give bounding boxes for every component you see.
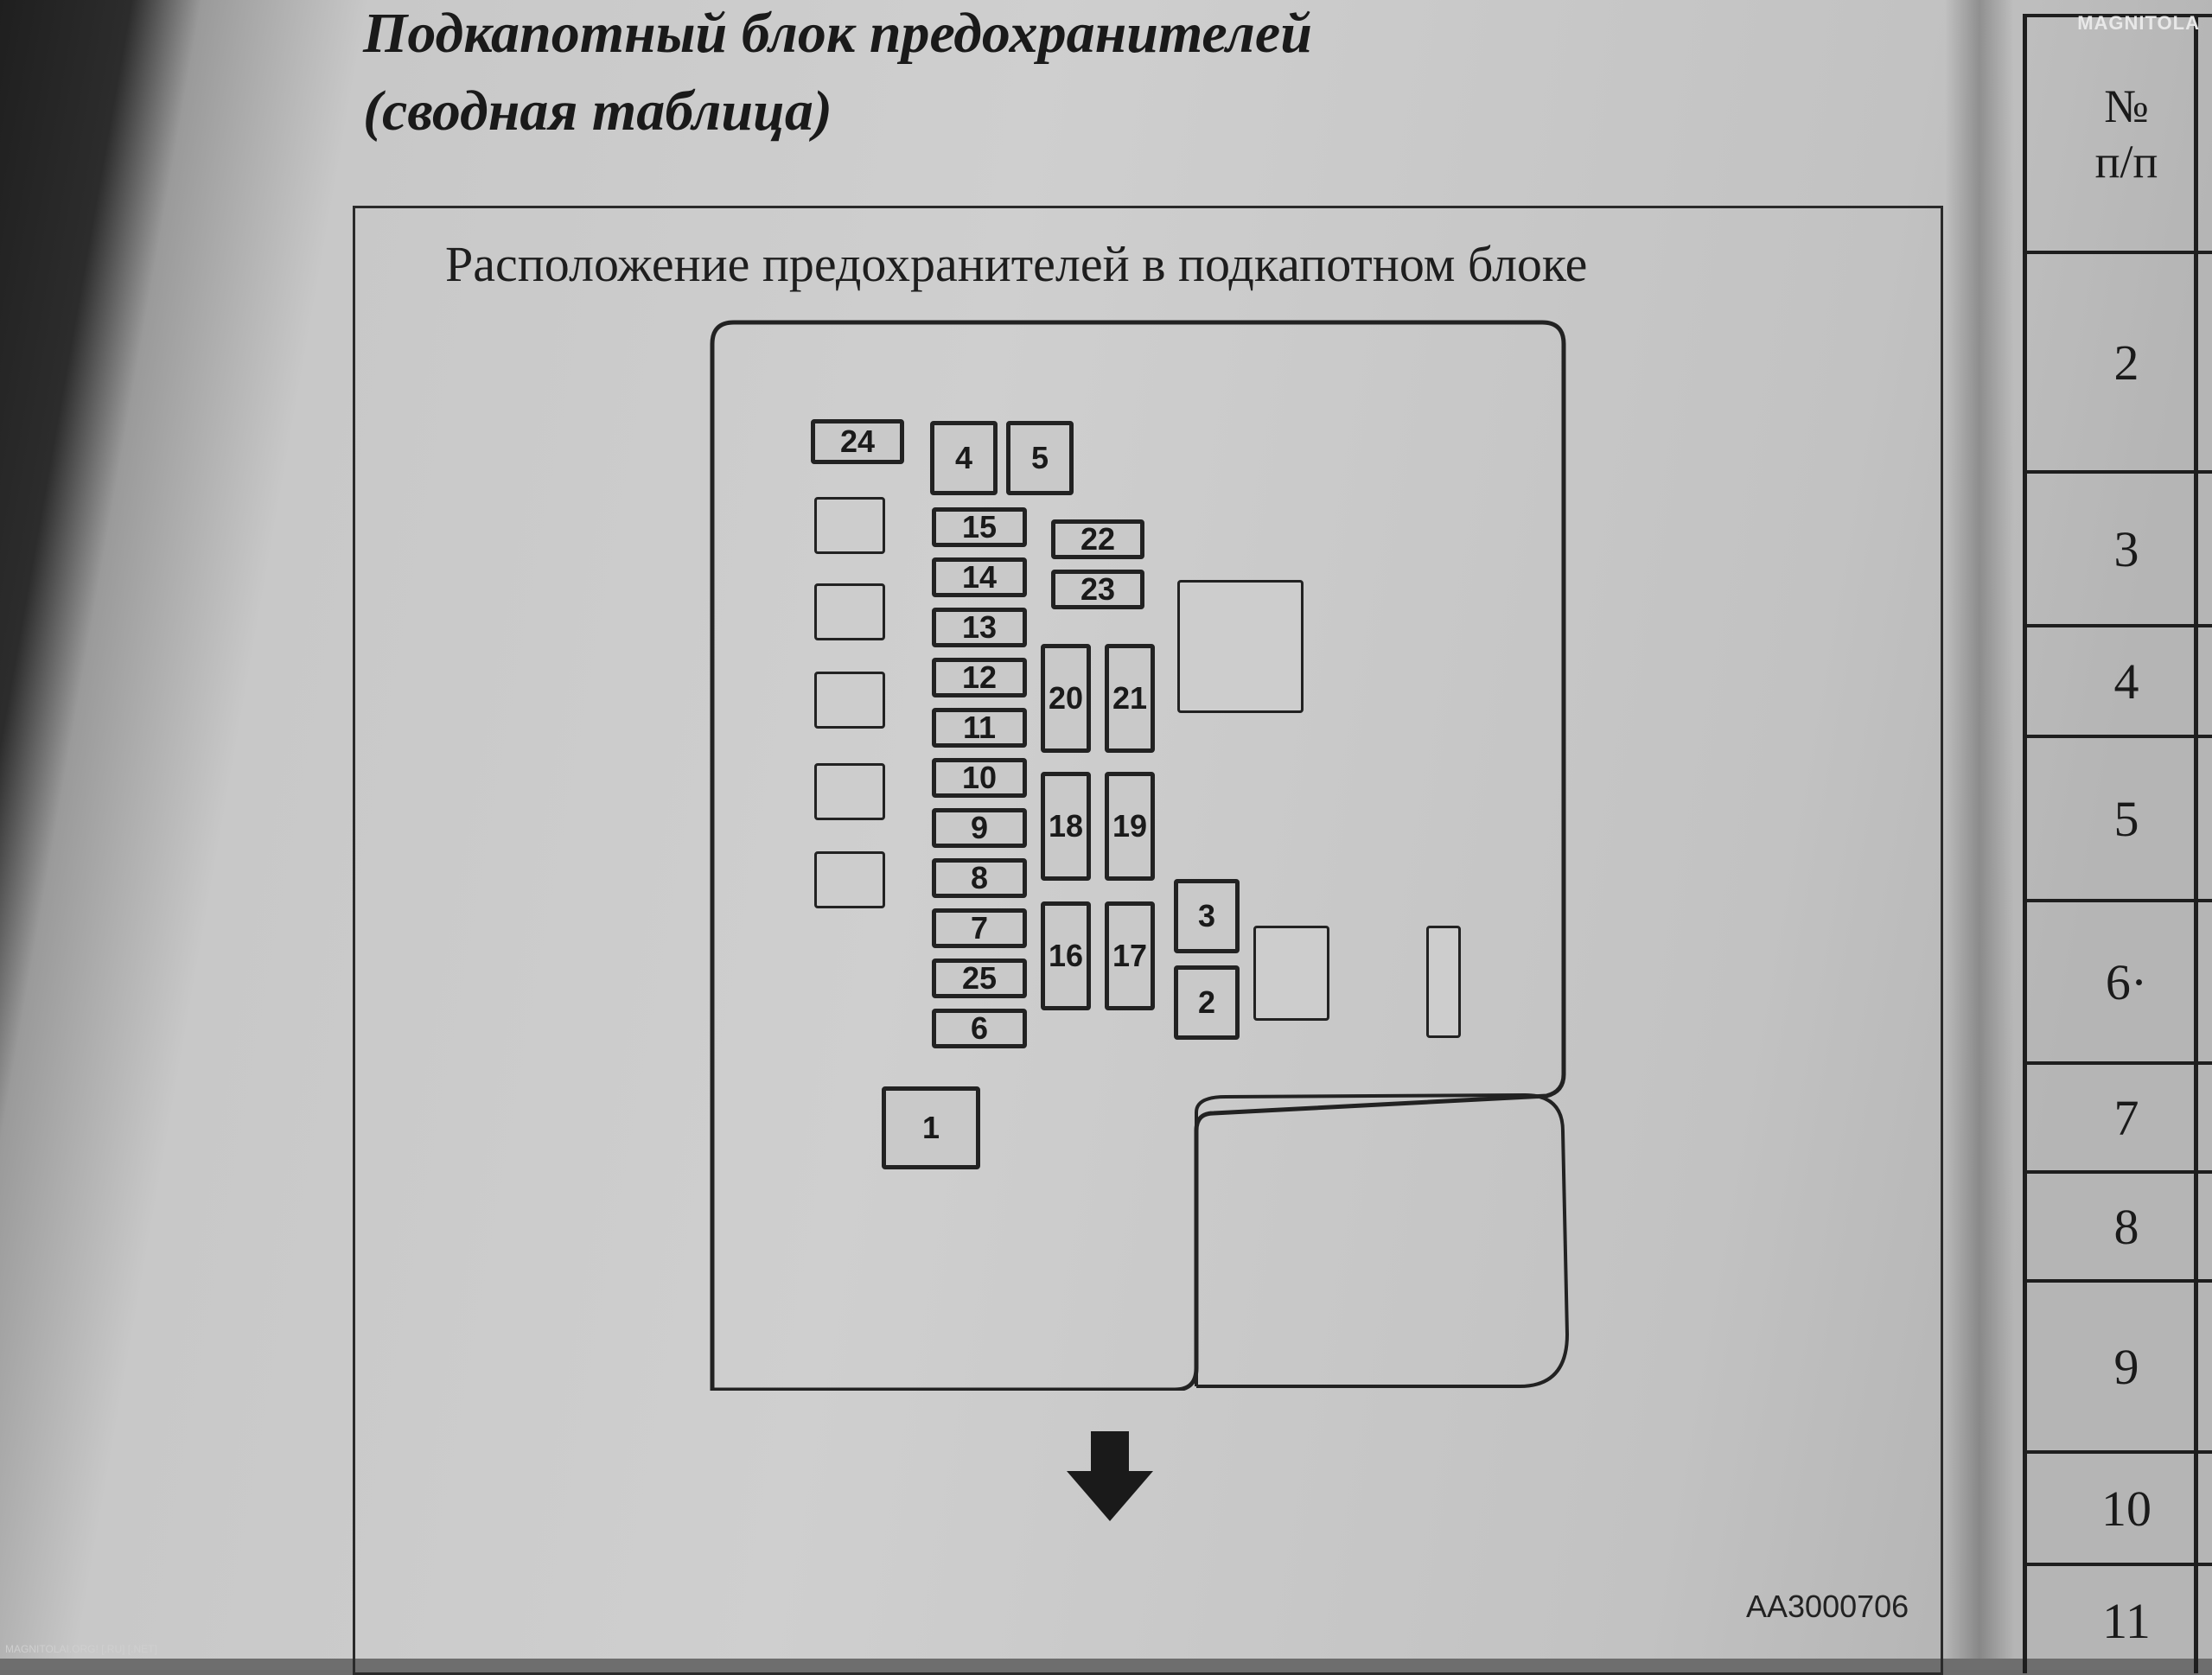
fuse-6: 6 <box>932 1009 1027 1048</box>
heading-line-1: Подкапотный блок предохранителей <box>363 2 1312 65</box>
table-row: 7 <box>2023 1061 2212 1170</box>
fuse-8: 8 <box>932 858 1027 898</box>
relay-slot-large <box>1177 580 1304 713</box>
fuse-7: 7 <box>932 908 1027 948</box>
relay-slot-small <box>1253 926 1329 1021</box>
table-row: 2 <box>2023 251 2212 470</box>
empty-slot-2 <box>814 583 885 640</box>
fuse-13: 13 <box>932 608 1027 647</box>
fuse-10: 10 <box>932 758 1027 798</box>
site-watermark: MAGNITOLA <box>2077 12 2200 34</box>
table-row: 9 <box>2023 1279 2212 1450</box>
empty-slot-5 <box>814 851 885 908</box>
table-header: № п/п <box>2023 14 2212 251</box>
fuse-14: 14 <box>932 557 1027 597</box>
table-row: 3 <box>2023 470 2212 624</box>
table-right-border <box>2194 14 2198 1673</box>
empty-slot-1 <box>814 497 885 554</box>
table-row: 10 <box>2023 1450 2212 1563</box>
fuse-5: 5 <box>1006 421 1074 495</box>
fuse-4: 4 <box>930 421 998 495</box>
fuse-9: 9 <box>932 808 1027 848</box>
table-row: 6· <box>2023 899 2212 1061</box>
fuse-box-diagram: 24 4 5 15 14 13 12 11 10 9 8 7 25 6 1 22… <box>707 319 1571 1391</box>
diagram-code: AA3000706 <box>1746 1589 1909 1624</box>
page-gutter <box>1945 0 2014 1659</box>
fuse-23: 23 <box>1051 570 1144 609</box>
table-row: 8 <box>2023 1170 2212 1279</box>
arrow-down-icon <box>1067 1431 1153 1521</box>
table-left-border <box>2023 14 2027 1673</box>
fuse-24: 24 <box>811 419 904 464</box>
table-row: 11 <box>2023 1563 2212 1675</box>
table-row: 4 <box>2023 624 2212 735</box>
fuse-12: 12 <box>932 658 1027 697</box>
page-heading: Подкапотный блок предохранителей (сводна… <box>363 0 1312 150</box>
header-number-sign: № <box>2104 80 2149 132</box>
fuse-16: 16 <box>1041 901 1091 1010</box>
fuse-11: 11 <box>932 708 1027 748</box>
fuse-20: 20 <box>1041 644 1091 753</box>
fuse-22: 22 <box>1051 519 1144 559</box>
fuse-2: 2 <box>1174 965 1240 1040</box>
empty-slot-4 <box>814 763 885 820</box>
diagram-caption: Расположение предохранителей в подкапотн… <box>445 236 1588 292</box>
heading-line-2: (сводная таблица) <box>363 80 832 143</box>
footer-watermark: MAGNITOLAI.ORG! [.RU] [.NET] <box>5 1643 157 1655</box>
fuse-21: 21 <box>1105 644 1155 753</box>
fuse-19: 19 <box>1105 772 1155 881</box>
fuse-3: 3 <box>1174 879 1240 953</box>
narrow-slot <box>1426 926 1461 1038</box>
header-pp: п/п <box>2094 136 2158 188</box>
table-row: 5 <box>2023 735 2212 899</box>
fuse-18: 18 <box>1041 772 1091 881</box>
fuse-15: 15 <box>932 507 1027 547</box>
fuse-17: 17 <box>1105 901 1155 1010</box>
empty-slot-3 <box>814 672 885 729</box>
fuse-box-outline <box>710 320 1570 1391</box>
fuse-1: 1 <box>882 1086 980 1169</box>
fuse-table: № п/п 2 3 4 5 6· 7 8 9 10 11 <box>2023 14 2212 1673</box>
fuse-25: 25 <box>932 959 1027 998</box>
